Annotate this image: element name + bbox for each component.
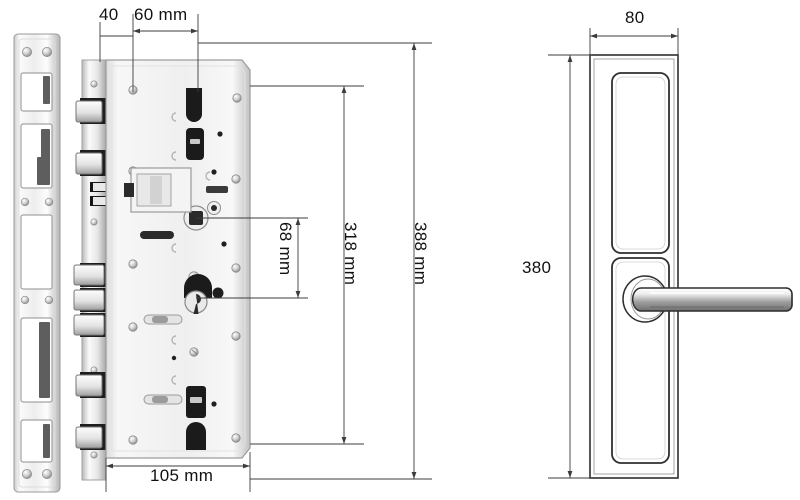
dim-label-spindle-to-cylinder: 68 mm [276,222,295,276]
dim-label-escutcheon-width: 80 [625,8,645,27]
dim-label-backset-rear: 60 mm [134,5,188,24]
dim-label-bolt-centers: 318 mm [341,222,360,286]
dim-label-escutcheon-height: 380 [522,258,552,277]
lever-handle [622,275,793,323]
dead-bolts [73,98,108,450]
lock-body [73,59,251,481]
cylinder-keyhole [184,287,224,314]
gearbox-block [124,167,192,213]
case-slots [140,186,228,405]
dim-label-backset-front: 40 [99,5,119,24]
dimension-lines-escutcheon [548,28,679,479]
dim-label-body-width: 105 mm [150,466,214,485]
handle-escutcheon [589,54,793,479]
case-arcs [171,112,211,385]
dim-label-faceplate-length: 388 mm [411,222,430,286]
dimension-lines-lock [99,14,432,492]
case-pins [171,131,227,407]
strike-plate [13,33,61,493]
case-latch-openings [184,88,212,450]
